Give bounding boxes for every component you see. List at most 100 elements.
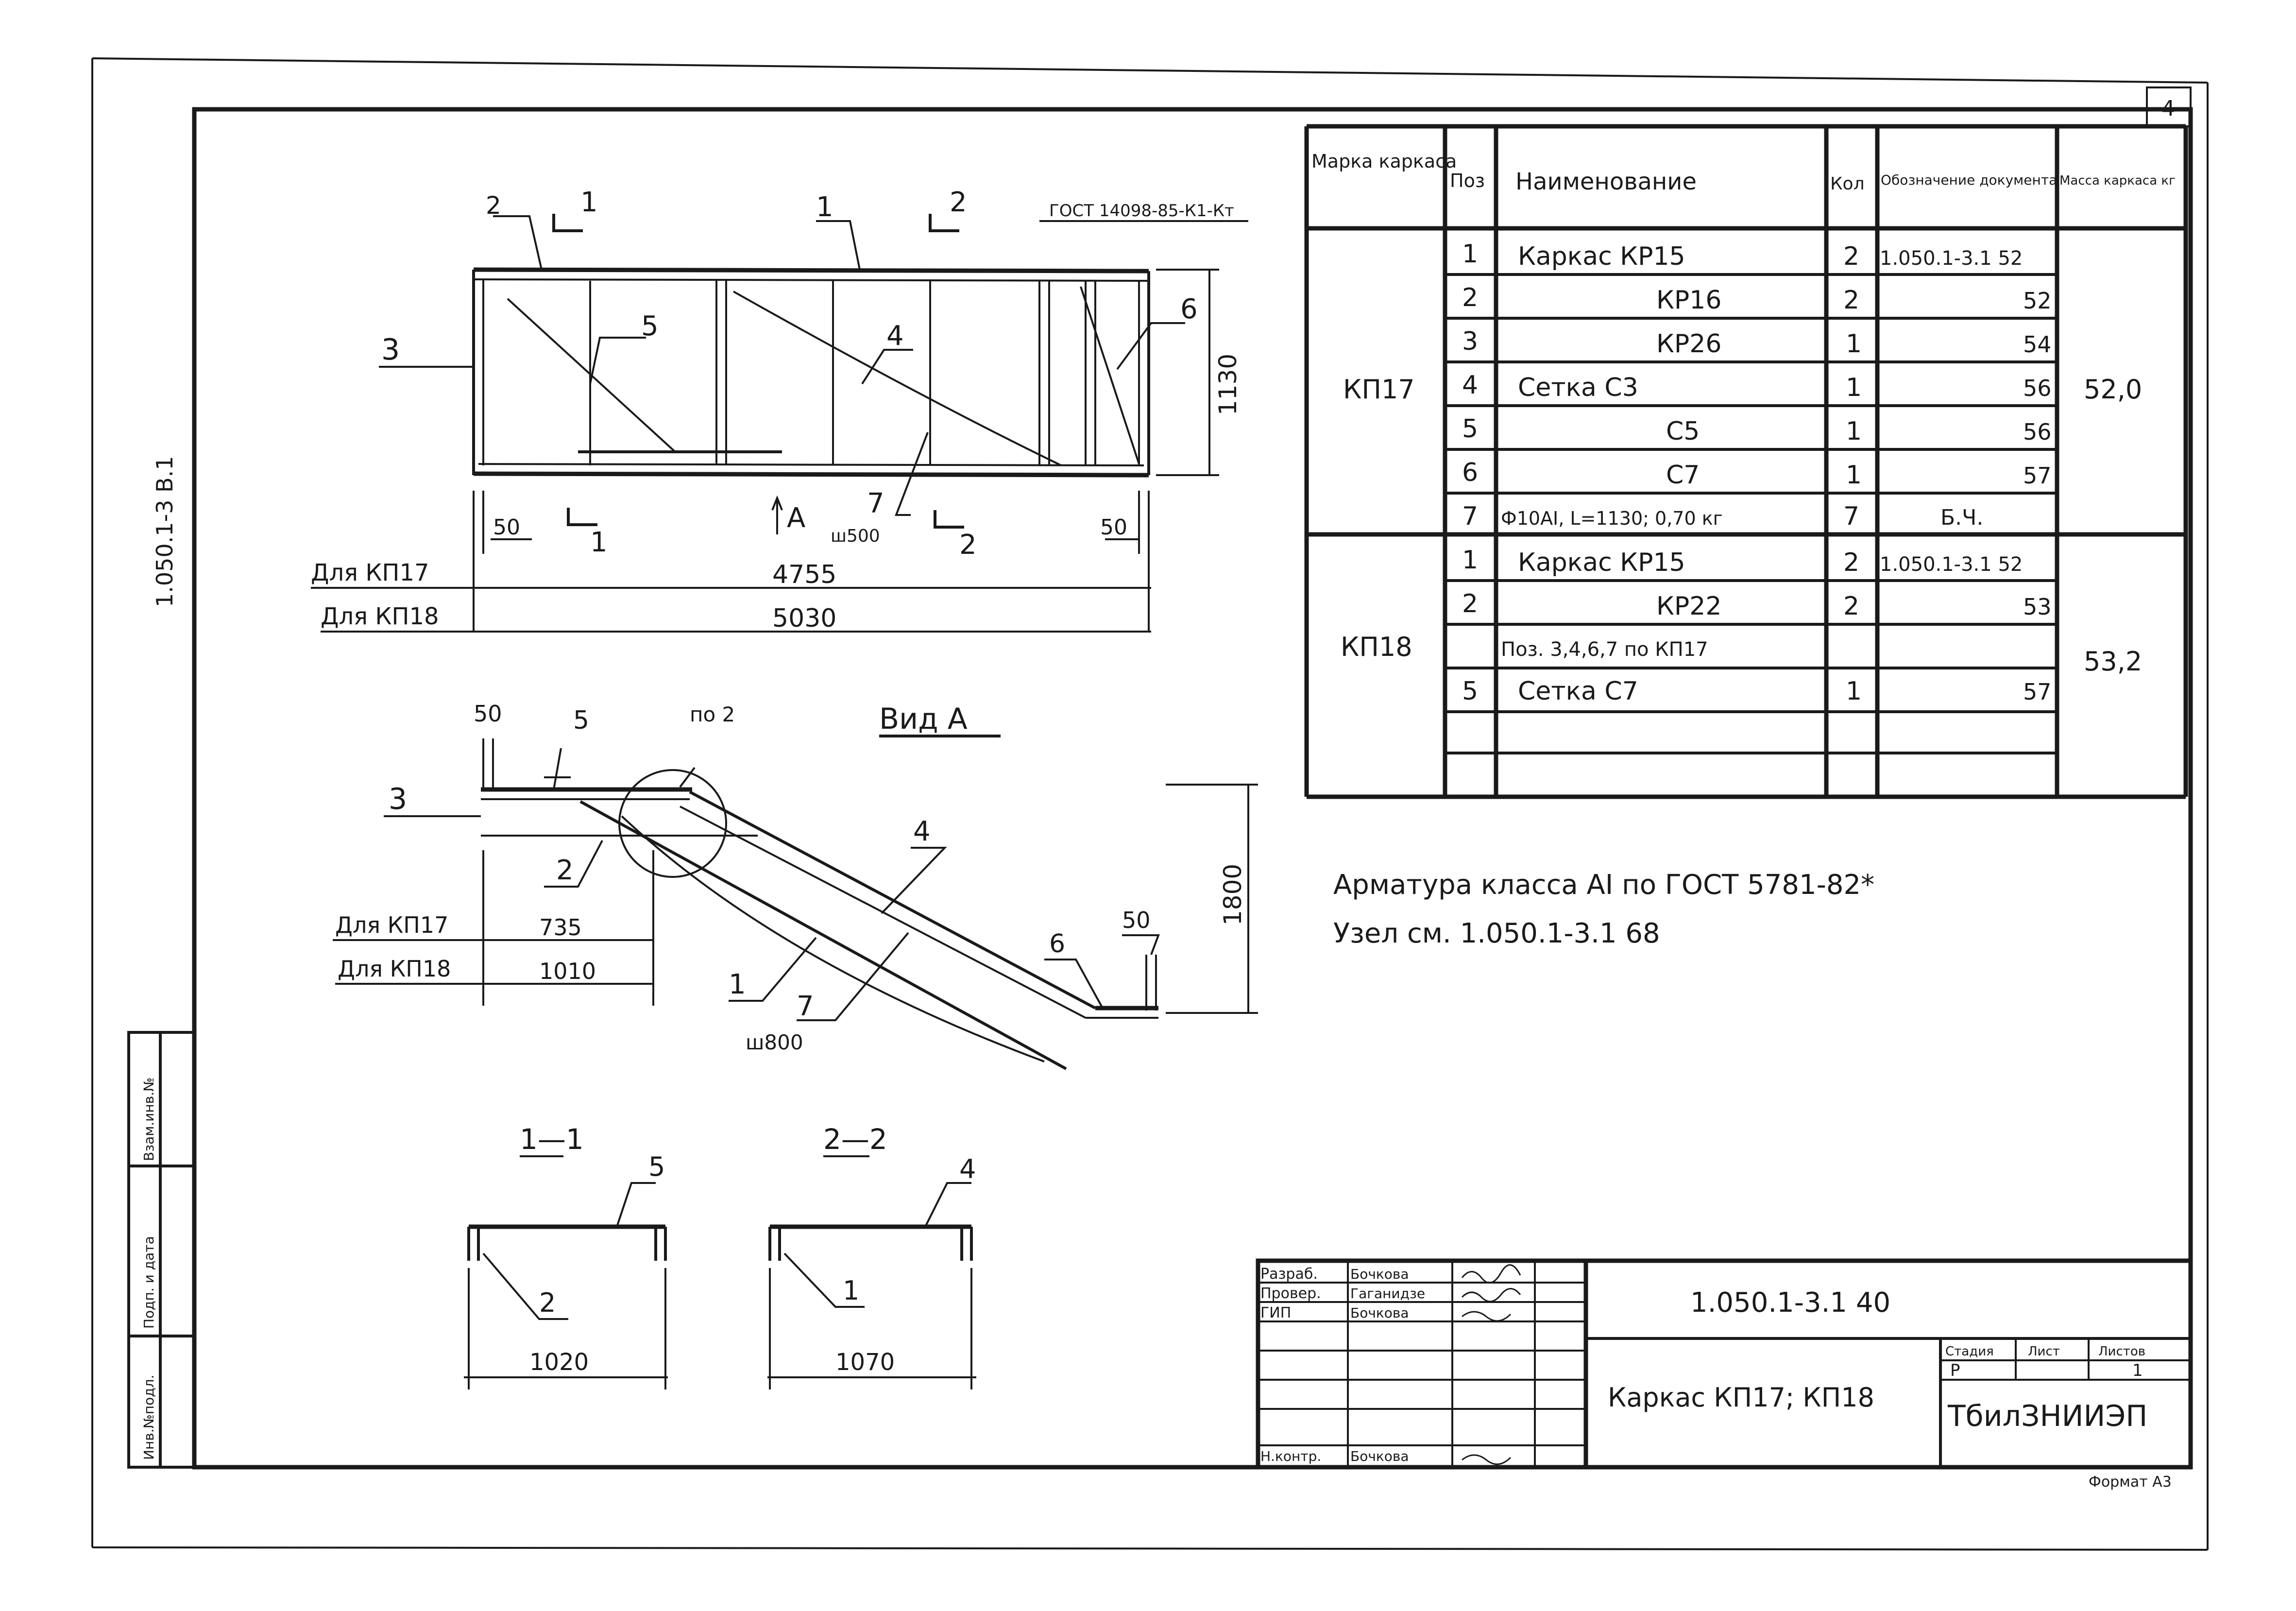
spec-g2-r1-pos: 1	[1462, 546, 1478, 575]
spec-g1-r4-qty: 1	[1846, 373, 1862, 402]
elev-pos4-label: 4	[886, 320, 904, 352]
spec-g1-r6-qty: 1	[1846, 461, 1862, 490]
view-a-pos1-label: 1	[729, 969, 746, 1000]
elev-sec1-bottom-label: 1	[590, 527, 608, 558]
section-1-inner-pos: 2	[539, 1287, 556, 1318]
spec-g2-r2-name: КР22	[1656, 592, 1721, 621]
spec-g1-r7-qty: 7	[1843, 502, 1859, 531]
title-sheet-header: Лист	[2028, 1344, 2060, 1359]
section-2-top-pos: 4	[959, 1154, 976, 1184]
view-a-pos4-label: 4	[913, 816, 931, 847]
view-a-row1-label: Для КП17	[335, 912, 448, 938]
elev-row1-value: 4755	[772, 560, 836, 589]
elev-row2-value: 5030	[772, 604, 836, 633]
elevation-view	[311, 214, 1248, 633]
spec-g1-r4-name: Сетка С3	[1518, 373, 1638, 402]
spec-g1-r1-doc: 1.050.1-3.1 52	[1880, 247, 2023, 270]
spec-table	[1304, 124, 2188, 799]
elev-height-dim: 1130	[1214, 354, 1242, 415]
view-a-dim-top: 50	[474, 701, 502, 727]
note-node-ref: Узел см. 1.050.1-3.1 68	[1333, 918, 1660, 949]
elev-spacing-label: ш500	[831, 526, 880, 546]
view-a-pos7-label: 7	[797, 991, 814, 1022]
elev-sec1-label: 1	[580, 187, 598, 218]
spec-g2-r2-doc: 53	[2023, 594, 2052, 620]
spec-g1-r6-doc: 57	[2023, 463, 2052, 489]
spec-header-mass: Масса каркаса кг	[2059, 173, 2176, 188]
spec-g2-r4-pos: 5	[1462, 677, 1478, 706]
elev-pos3-label: 3	[381, 333, 400, 367]
spec-g1-r3-doc: 54	[2023, 331, 2052, 358]
spec-g2-r4-doc: 57	[2023, 679, 2052, 705]
spec-g2-r3-name: Поз. 3,4,6,7 по КП17	[1501, 638, 1708, 661]
spec-g1-r5-name: С5	[1666, 417, 1700, 446]
stamp-cell-inv: Инв.№подл.	[141, 1375, 157, 1460]
view-a-pos3-label: 3	[389, 782, 407, 816]
view-a-spacing: ш800	[746, 1030, 803, 1054]
spec-g2-r4-qty: 1	[1846, 677, 1862, 706]
view-a-pos2-label: 2	[556, 855, 574, 886]
view-a-title: Вид А	[879, 702, 968, 736]
spec-g2-r1-name: Каркас КР15	[1518, 548, 1685, 577]
view-a-dim-right-top: 50	[1122, 907, 1151, 933]
view-a-row2-label: Для КП18	[338, 956, 451, 982]
view-a-pos5-label: 5	[573, 706, 589, 735]
spec-g1-r4-pos: 4	[1462, 371, 1478, 400]
spec-g1-r3-qty: 1	[1846, 329, 1862, 359]
stamp-cell-sign: Подп. и дата	[141, 1236, 157, 1329]
spec-header-mark: Марка каркаса	[1311, 151, 1457, 172]
elev-sec2-bottom-label: 2	[959, 529, 977, 561]
spec-g1-r3-name: КР26	[1656, 329, 1721, 359]
section-1-title: 1—1	[520, 1123, 584, 1156]
view-a-height-dim: 1800	[1219, 864, 1247, 925]
spec-g2-r2-pos: 2	[1462, 589, 1478, 618]
spec-g1-r2-name: КР16	[1656, 286, 1721, 315]
elev-pos7-label: 7	[867, 488, 884, 519]
spec-g1-r4-doc: 56	[2023, 375, 2052, 401]
role-1: Разраб.	[1260, 1266, 1318, 1283]
elev-pos1-label: 1	[816, 191, 833, 223]
side-code: 1.050.1-3 В.1	[152, 456, 178, 607]
spec-g2-r1-doc: 1.050.1-3.1 52	[1880, 553, 2023, 576]
elev-row1-label: Для КП17	[311, 559, 429, 586]
spec-g1-r7-doc: Б.Ч.	[1940, 505, 1983, 530]
elev-row2-label: Для КП18	[321, 603, 439, 630]
spec-g1-r1-qty: 2	[1843, 242, 1859, 271]
role-3-name: Бочкова	[1350, 1305, 1409, 1321]
view-a-pos6-label: 6	[1049, 929, 1065, 959]
view-a-node-label: по 2	[690, 703, 735, 726]
title-sheets-header: Листов	[2098, 1344, 2145, 1359]
spec-header-pos: Поз	[1450, 170, 1485, 191]
elev-pos2-label: 2	[486, 191, 501, 220]
spec-g1-r6-pos: 6	[1462, 458, 1478, 487]
spec-group1-mark: КП17	[1343, 374, 1415, 405]
elev-dim-50-left: 50	[493, 515, 520, 540]
role-2: Провер.	[1260, 1285, 1321, 1302]
elev-dim-50-right: 50	[1100, 515, 1127, 540]
section-2-inner-pos: 1	[843, 1275, 859, 1306]
title-org: ТбилЗНИИЭП	[1947, 1399, 2147, 1433]
title-code: 1.050.1-3.1 40	[1690, 1287, 1890, 1319]
role-3: ГИП	[1260, 1304, 1291, 1321]
spec-group2-mark: КП18	[1341, 632, 1412, 662]
signatures	[1461, 1264, 1521, 1465]
title-name: Каркас КП17; КП18	[1608, 1382, 1874, 1413]
spec-g1-r3-pos: 3	[1462, 327, 1478, 356]
spec-g1-r5-doc: 56	[2023, 419, 2052, 445]
spec-header-doc: Обозначение документа	[1881, 172, 2057, 188]
role-1-name: Бочкова	[1350, 1266, 1409, 1282]
spec-group1-mass: 52,0	[2084, 374, 2142, 405]
note-reinforcement: Арматура класса АI по ГОСТ 5781-82*	[1333, 869, 1874, 901]
spec-header-name: Наименование	[1515, 168, 1697, 195]
spec-g2-r2-qty: 2	[1843, 592, 1859, 621]
role-7-name: Бочкова	[1350, 1448, 1409, 1464]
spec-g1-r7-name: Ф10АI, L=1130; 0,70 кг	[1501, 508, 1723, 529]
format-label: Формат А3	[2089, 1474, 2172, 1491]
section-1-top-pos: 5	[648, 1151, 665, 1182]
sheet-number: 4	[2161, 96, 2175, 121]
elev-pos6-label: 6	[1180, 293, 1198, 325]
spec-g1-r5-qty: 1	[1846, 417, 1862, 446]
left-stamp	[127, 1031, 196, 1469]
title-block	[1256, 1258, 2193, 1470]
